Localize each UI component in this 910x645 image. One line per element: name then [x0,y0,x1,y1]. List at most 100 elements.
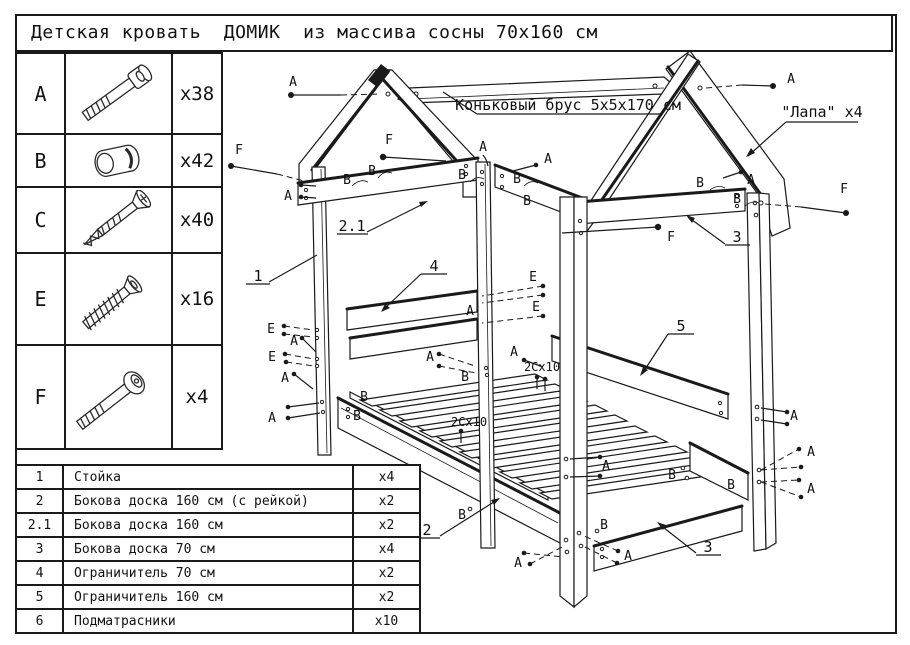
part-num: 3 [15,536,64,562]
part-number-label: 3 [732,228,741,246]
fastener-callout: A [289,75,297,90]
fastener-leaders [228,83,849,567]
fastener-callout: B [523,194,531,209]
hardware-qty: x42 [171,133,223,188]
fastener-callout: E [267,322,275,337]
part-qty: x2 [352,512,421,538]
part-label-leaders [246,201,750,556]
parts-row: 2.1 Бокова доска 160 см x2 [15,512,421,538]
part-number-label: 4 [429,257,438,275]
fastener-callout: A [466,304,474,319]
hardware-qty: x38 [171,52,223,135]
barrel-nut-icon [94,144,140,177]
hardware-row: E x16 [15,252,223,346]
fastener-callout: F [667,230,675,245]
fastener-callout: B [461,370,469,385]
parts-row: 4 Ограничитель 70 см x2 [15,560,421,586]
fastener-callout: A [747,173,755,188]
post-4 [746,192,777,552]
fastener-callout: E [268,350,276,365]
hardware-letter: B [15,133,66,188]
fastener-callout: F [385,133,393,148]
fastener-callout: A [790,409,798,424]
part-qty: x4 [352,536,421,562]
page-title: Детская кровать ДОМИК из массива сосны 7… [15,14,893,52]
ridge-beam-label: Коньковый брус 5х5х170 см [455,96,681,114]
bottom-back-board [688,441,750,501]
part-num: 4 [15,560,64,586]
part-qty: x4 [352,464,421,490]
hardware-qty: x4 [171,344,223,450]
fastener-callout: B [368,164,376,179]
paw-label: "Лапа" x4 [781,103,862,121]
part-num: 1 [15,464,64,490]
fastener-callout: E [532,300,540,315]
hardware-row: C x40 [15,186,223,254]
post-3 [559,196,600,609]
part-num: 2 [15,488,64,514]
fastener-callout: A [624,549,632,564]
fastener-callout: B [353,409,361,424]
wood-screw-icon [83,190,152,247]
fastener-callout: B [668,468,676,483]
fastener-callout: A [807,445,815,460]
fastener-callout: A [602,459,610,474]
confirmat-screw-icon [81,275,143,331]
parts-table: 1 Стойка x4 2 Бокова доска 160 см (с рей… [15,464,421,634]
part-qty: x10 [352,608,421,634]
fastener-callout: A [807,482,815,497]
fastener-callout: B [733,192,741,207]
post-2 [475,161,496,549]
part-name: Ограничитель 160 см [62,584,354,610]
limiter-70-boards [345,289,479,360]
fastener-callout: A [284,189,292,204]
part-num: 5 [15,584,64,610]
fastener-callout: B [343,173,351,188]
part-number-label: 5 [676,317,685,335]
part-name: Ограничитель 70 см [62,560,354,586]
hardware-letter: A [15,52,66,135]
hardware-row: B x42 [15,133,223,188]
parts-row: 1 Стойка x4 [15,464,421,490]
part-name: Подматрасники [62,608,354,634]
part-number-label: 2 [422,521,431,539]
fastener-callout: E [529,270,537,285]
fastener-callout: A [281,371,289,386]
part-number-label: 2.1 [338,217,365,235]
part-name: Стойка [62,464,354,490]
part-name: Бокова доска 160 см (с рейкой) [62,488,354,514]
hardware-letter: C [15,186,66,254]
parts-row: 3 Бокова доска 70 см x4 [15,536,421,562]
fastener-callout: B [458,168,466,183]
part-qty: x2 [352,584,421,610]
part-num: 2.1 [15,512,64,538]
hardware-qty: x40 [171,186,223,254]
fastener-callout: F [235,143,243,158]
fastener-callout: A [514,556,522,571]
hardware-row: F x4 [15,344,223,450]
part-num: 6 [15,608,64,634]
parts-row: 2 Бокова доска 160 см (с рейкой) x2 [15,488,421,514]
parts-row: 6 Подматрасники x10 [15,608,421,634]
fastener-callout: A [268,411,276,426]
fastener-callout: B [458,508,466,523]
part-number-label: 1 [253,267,262,285]
fastener-callout: B [600,518,608,533]
fastener-callout: B [360,390,368,405]
fastener-callout: B [513,172,521,187]
fastener-callout: B [727,478,735,493]
hardware-table: A x38 B x4 [15,52,223,450]
screw-count-label: 2Cx10 [451,415,487,429]
hex-socket-bolt-icon [81,63,153,121]
fastener-callout: F [840,182,848,197]
part-qty: x2 [352,488,421,514]
part-name: Бокова доска 160 см [62,512,354,538]
text-labels: Коньковый брус 5х5х170 см "Лапа" x4 [442,91,863,157]
hardware-row: A x38 [15,52,223,135]
fastener-callout: A [787,72,795,87]
fastener-callout: B [696,176,704,191]
screw-count-label: 2Cx10 [524,360,560,374]
fastener-callout: A [426,350,434,365]
